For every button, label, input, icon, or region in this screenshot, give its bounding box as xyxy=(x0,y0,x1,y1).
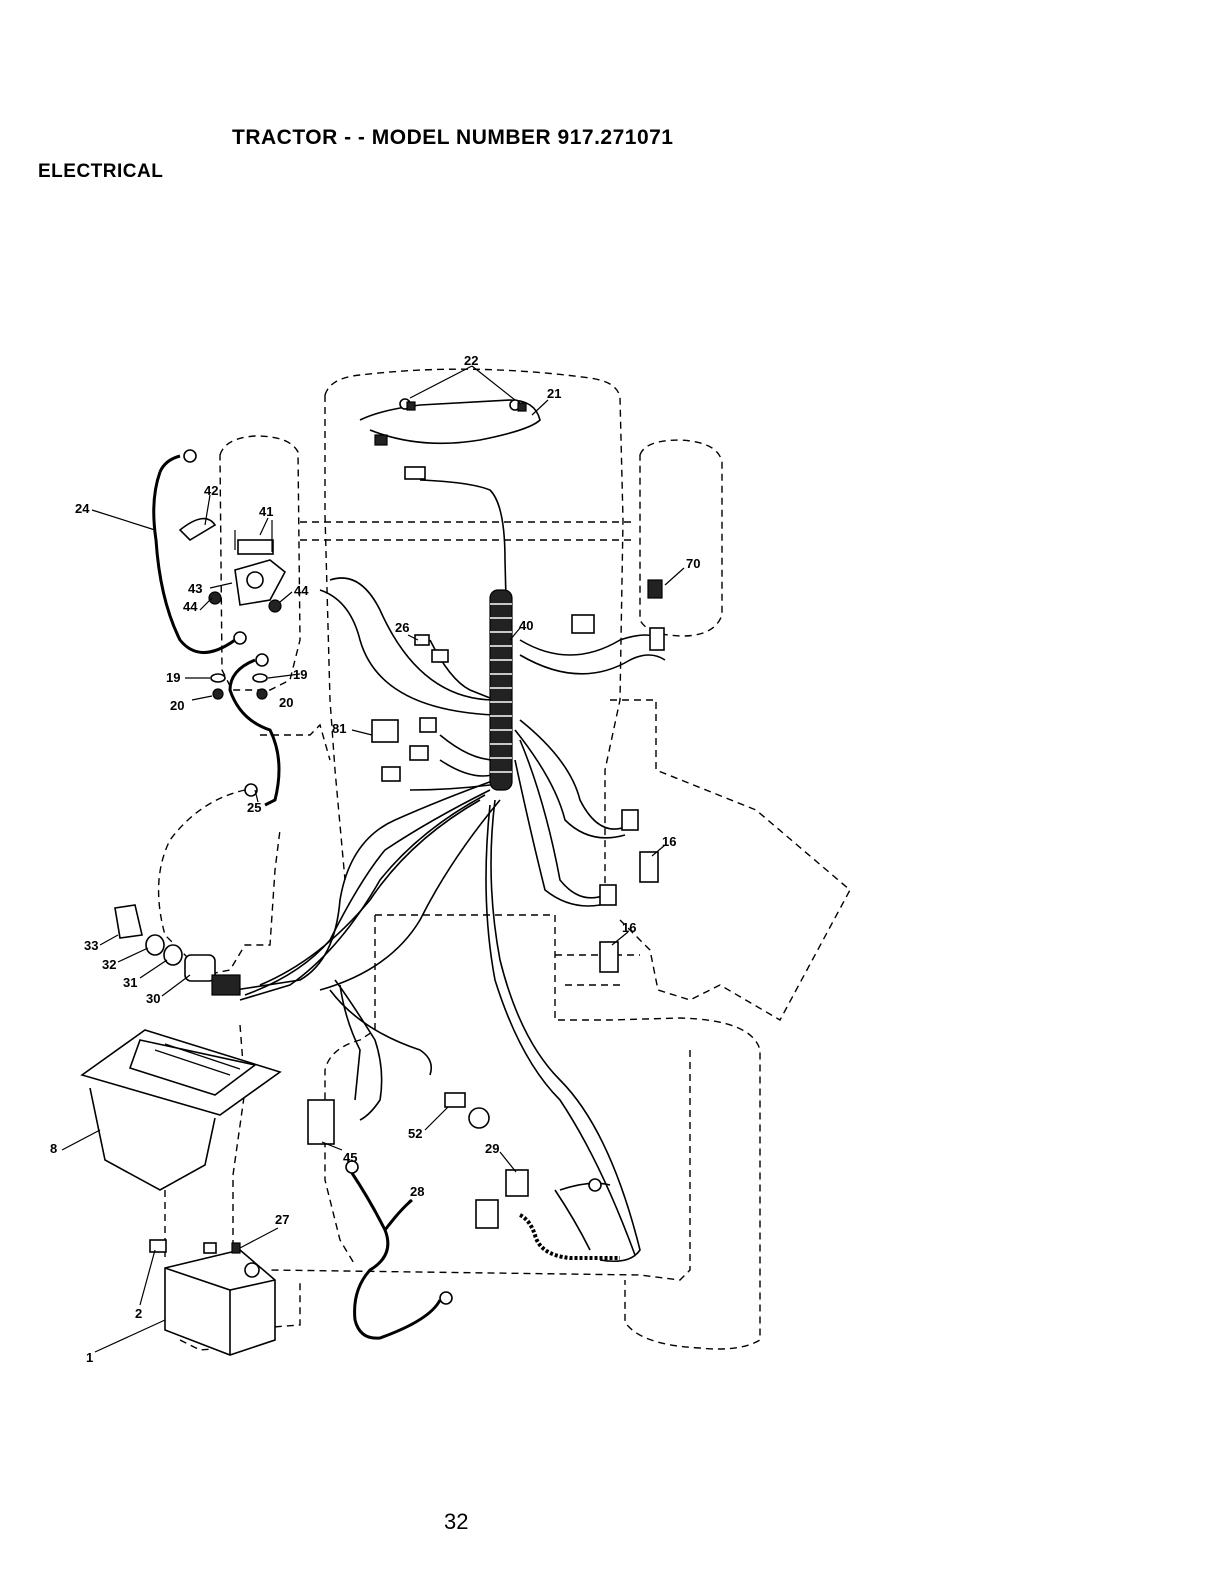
callout-31: 31 xyxy=(123,975,137,990)
callout-20-left: 20 xyxy=(170,698,184,713)
callout-40: 40 xyxy=(519,618,533,633)
parts xyxy=(80,398,665,1356)
callout-42: 42 xyxy=(204,483,218,498)
callout-81: 81 xyxy=(332,721,346,736)
callout-29: 29 xyxy=(485,1141,499,1156)
callout-32: 32 xyxy=(102,957,116,972)
callout-41: 41 xyxy=(259,504,273,519)
callout-leaders xyxy=(61,365,685,1353)
callout-20-right: 20 xyxy=(279,695,293,710)
callout-70: 70 xyxy=(686,556,700,571)
callout-1: 1 xyxy=(86,1350,93,1365)
callout-21: 21 xyxy=(547,386,561,401)
callout-33: 33 xyxy=(84,938,98,953)
callout-24: 24 xyxy=(75,501,90,516)
harness-conduit xyxy=(489,589,513,791)
section-heading: ELECTRICAL xyxy=(38,161,164,182)
callout-16-upper: 16 xyxy=(662,834,676,849)
callout-44-right: 44 xyxy=(294,583,309,598)
coiled-wire xyxy=(519,1213,620,1260)
callout-labels: 22 21 24 42 41 43 44 44 70 26 40 19 19 2… xyxy=(50,353,700,1365)
page-number: 32 xyxy=(444,1509,469,1534)
callout-2: 2 xyxy=(135,1306,142,1321)
callout-26: 26 xyxy=(395,620,409,635)
callout-45: 45 xyxy=(343,1150,357,1165)
callout-27: 27 xyxy=(275,1212,289,1227)
callout-44-left: 44 xyxy=(183,599,198,614)
callout-25: 25 xyxy=(247,800,261,815)
callout-52: 52 xyxy=(408,1126,422,1141)
callout-8: 8 xyxy=(50,1141,57,1156)
callout-19-right: 19 xyxy=(293,667,307,682)
callout-30: 30 xyxy=(146,991,160,1006)
callout-22: 22 xyxy=(464,353,478,368)
callout-43: 43 xyxy=(188,581,202,596)
callout-28: 28 xyxy=(410,1184,424,1199)
callout-16-lower: 16 xyxy=(622,920,636,935)
callout-19-left: 19 xyxy=(166,670,180,685)
page-title: TRACTOR - - MODEL NUMBER 917.271071 xyxy=(232,126,674,149)
